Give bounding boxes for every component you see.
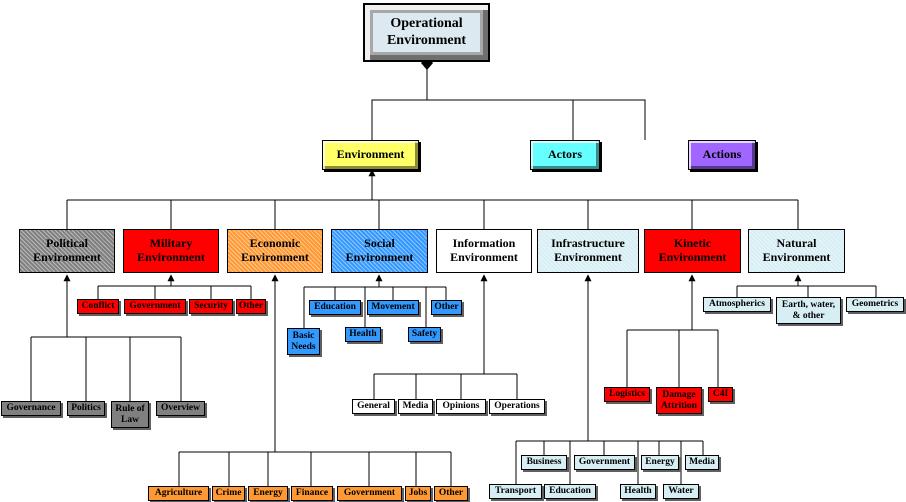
leaf-information-operations: Operations (489, 399, 545, 414)
leaf-social-basic-needs: Basic Needs (287, 328, 320, 355)
node-environment: Environment (322, 140, 419, 170)
leaf-economic-crime: Crime (212, 486, 245, 501)
leaf-infrastructure-water: Water (663, 484, 699, 499)
leaf-political-overview: Overview (156, 401, 205, 416)
leaf-infrastructure-government: Government (574, 455, 635, 470)
leaf-natural-geometrics: Geometrics (846, 297, 904, 312)
leaf-information-opinions: Opinions (436, 399, 486, 414)
leaf-economic-other: Other (434, 486, 468, 501)
node-information-environment: Information Environment (436, 229, 532, 273)
node-kinetic-environment: Kinetic Environment (644, 229, 741, 273)
leaf-infrastructure-energy: Energy (641, 455, 679, 470)
leaf-infrastructure-health: Health (620, 484, 656, 499)
leaf-infrastructure-transport: Transport (489, 484, 542, 499)
leaf-economic-agriculture: Agriculture (148, 486, 209, 501)
leaf-economic-jobs: Jobs (405, 486, 431, 501)
leaf-social-health: Health (345, 327, 381, 342)
leaf-infrastructure-media: Media (685, 455, 719, 470)
node-actions: Actions (688, 140, 756, 170)
leaf-infrastructure-business: Business (521, 455, 567, 470)
leaf-social-movement: Movement (367, 300, 419, 315)
node-political-environment: Political Environment (19, 229, 115, 273)
leaf-social-safety: Safety (408, 327, 441, 342)
leaf-kinetic-damage-attrition: Damage Attrition (656, 387, 702, 414)
node-actors: Actors (530, 140, 600, 170)
leaf-social-other: Other (431, 300, 462, 315)
leaf-political-politics: Politics (67, 401, 105, 416)
leaf-military-conflict: Conflict (77, 299, 119, 314)
node-economic-environment: Economic Environment (227, 229, 323, 273)
leaf-natural-atmospherics: Atmospherics (703, 297, 771, 312)
leaf-economic-government: Government (337, 486, 402, 501)
node-natural-environment: Natural Environment (748, 229, 845, 273)
leaf-military-government: Government (124, 299, 186, 314)
leaf-kinetic-logistics: Logistics (604, 387, 650, 402)
leaf-political-governance: Governance (1, 401, 61, 416)
leaf-military-security: Security (189, 299, 233, 314)
leaf-social-education: Education (309, 300, 361, 315)
leaf-natural-earth-water-other: Earth, water, & other (776, 297, 841, 324)
root-operational-environment: Operational Environment (363, 3, 490, 62)
node-social-environment: Social Environment (331, 229, 428, 273)
leaf-information-general: General (352, 399, 395, 414)
leaf-economic-finance: Finance (291, 486, 333, 501)
leaf-infrastructure-education: Education (544, 484, 596, 499)
node-infrastructure-environment: Infrastructure Environment (537, 229, 639, 273)
leaf-political-rule-of-law: Rule of Law (111, 401, 149, 428)
leaf-information-media: Media (398, 399, 433, 414)
node-military-environment: Military Environment (123, 229, 219, 273)
leaf-kinetic-c4i: C4I (708, 387, 733, 402)
leaf-military-other: Other (236, 299, 266, 314)
leaf-economic-energy: Energy (248, 486, 288, 501)
